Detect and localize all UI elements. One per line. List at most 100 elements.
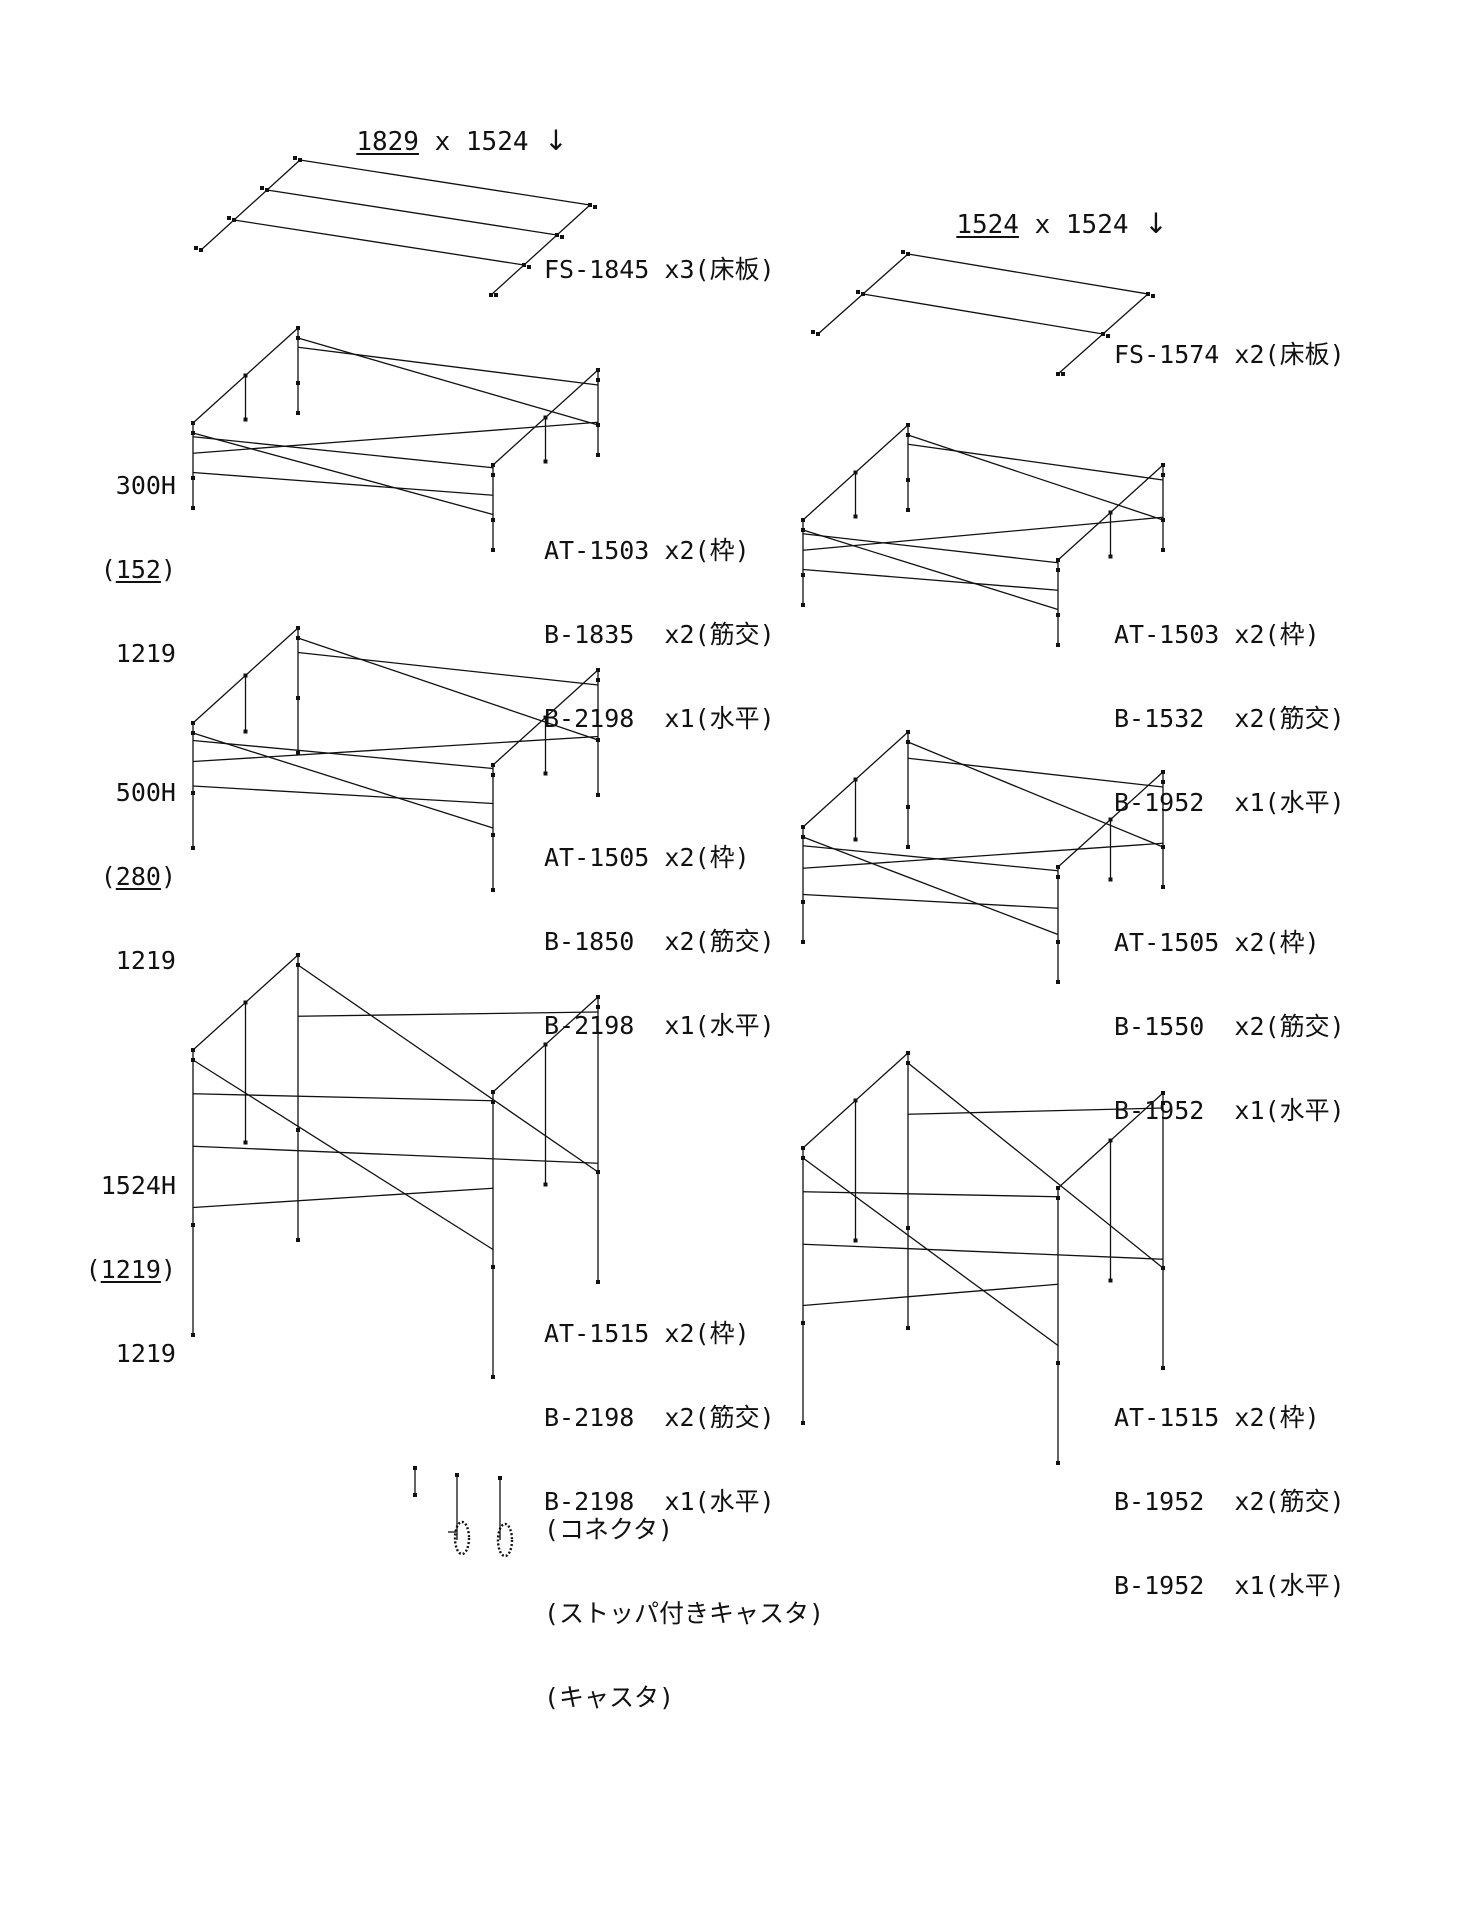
joint-dot [1056, 1186, 1060, 1190]
joint-dot [856, 290, 860, 294]
joint-dot [191, 1223, 195, 1227]
joint-dot [491, 1375, 495, 1379]
right-tier-300-brace [907, 434, 1164, 521]
joint-dot [1056, 643, 1060, 647]
part-horizontal: B-1952 x1(水平) [1114, 1571, 1345, 1600]
joint-dot [906, 1061, 910, 1065]
level-base: 1219 [115, 1339, 176, 1368]
level-height: 300H [115, 471, 176, 500]
joint-dot [1161, 845, 1165, 849]
joint-dot [1056, 372, 1060, 376]
level-base: 1219 [115, 639, 176, 668]
left-header-sep: x [418, 127, 466, 157]
left-level-1-parts: AT-1503 x2(枠) B-1835 x2(筋交) B-2198 x1(水平… [544, 481, 775, 761]
joint-dot [265, 188, 269, 192]
joint-dot [491, 1265, 495, 1269]
left-floor-edge [200, 159, 301, 251]
joint-dot [543, 715, 548, 720]
left-tier-500-brace [192, 739, 494, 770]
left-tier-500-brace [192, 732, 494, 829]
joint-dot [1056, 613, 1060, 617]
level-inner-value: 280 [115, 862, 161, 891]
right-tier-300-brace [802, 533, 1059, 564]
joint-dot [491, 888, 495, 892]
legend-connector: (コネクタ) [544, 1515, 674, 1544]
joint-dot [543, 1042, 548, 1047]
joint-dot [596, 995, 600, 999]
joint-dot [1161, 473, 1165, 477]
left-floor-board [233, 219, 525, 266]
right-tier-300-brace [802, 529, 1059, 611]
right-floor-label: FS-1574 x2(床板) [1114, 340, 1345, 369]
joint-dot [243, 673, 248, 678]
left-tier-300-horizontal [192, 421, 599, 454]
part-brace: B-1952 x2(筋交) [1114, 1487, 1345, 1516]
joint-dot [1056, 1461, 1060, 1465]
joint-dot [491, 1090, 495, 1094]
joint-dot [491, 763, 495, 767]
left-tier-500-horizontal [192, 735, 599, 763]
joint-dot [199, 248, 203, 252]
part-horizontal: B-2198 x1(水平) [544, 1011, 775, 1040]
left-header-depth: 1524 [465, 127, 529, 157]
left-header: 1829 x 1524 ↓ [325, 99, 568, 157]
joint-dot [1161, 1266, 1165, 1270]
right-tier-500-horizontal [802, 893, 1059, 909]
joint-dot [243, 1140, 248, 1145]
joint-dot [191, 1048, 195, 1052]
caster-wheel-icon [496, 1522, 514, 1558]
joint-dot [296, 1128, 300, 1132]
left-tier-1524-brace [192, 1093, 494, 1102]
joint-dot [906, 730, 910, 734]
joint-dot [1161, 1091, 1165, 1095]
joint-dot [1161, 518, 1165, 522]
joint-dot [455, 1473, 459, 1477]
down-arrow-icon: ↓ [544, 124, 568, 157]
level-inner: (1219) [85, 1255, 176, 1284]
joint-dot [1061, 372, 1065, 376]
joint-dot [296, 636, 300, 640]
part-brace: B-1835 x2(筋交) [544, 620, 775, 649]
joint-dot [1108, 1138, 1113, 1143]
right-level-1-parts: AT-1503 x2(枠) B-1532 x2(筋交) B-1952 x1(水平… [1114, 565, 1345, 845]
joint-dot [596, 423, 600, 427]
left-header-width: 1829 [356, 127, 419, 157]
joint-dot [1056, 558, 1060, 562]
joint-dot [543, 415, 548, 420]
joint-dot [801, 603, 805, 607]
joint-dot [296, 381, 300, 385]
joint-dot [596, 378, 600, 382]
left-tier-300-brace [297, 346, 599, 386]
joint-dot [596, 1280, 600, 1284]
joint-dot [801, 900, 805, 904]
joint-dot [491, 833, 495, 837]
joint-dot [296, 953, 300, 957]
joint-dot [555, 233, 559, 237]
joint-dot [1108, 510, 1113, 515]
joint-dot [1108, 817, 1113, 822]
joint-dot [227, 216, 231, 220]
joint-dot [498, 1476, 502, 1480]
joint-dot [1161, 780, 1165, 784]
joint-dot [491, 473, 495, 477]
right-tier-500-horizontal [802, 842, 1164, 869]
joint-dot [853, 1238, 858, 1243]
joint-dot [243, 729, 248, 734]
joint-dot [811, 330, 815, 334]
joint-dot [1056, 865, 1060, 869]
joint-dot [853, 514, 858, 519]
joint-dot [1056, 940, 1060, 944]
right-header: 1524 x 1524 ↓ [925, 182, 1167, 240]
joint-dot [906, 1326, 910, 1330]
joint-dot [296, 963, 300, 967]
joint-dot [296, 336, 300, 340]
joint-dot [491, 1100, 495, 1104]
joint-dot [1161, 548, 1165, 552]
joint-dot [243, 417, 248, 422]
joint-dot [293, 156, 297, 160]
joint-dot [1056, 1196, 1060, 1200]
joint-dot [1151, 294, 1155, 298]
joint-dot [801, 940, 805, 944]
level-height: 1524H [100, 1171, 176, 1200]
